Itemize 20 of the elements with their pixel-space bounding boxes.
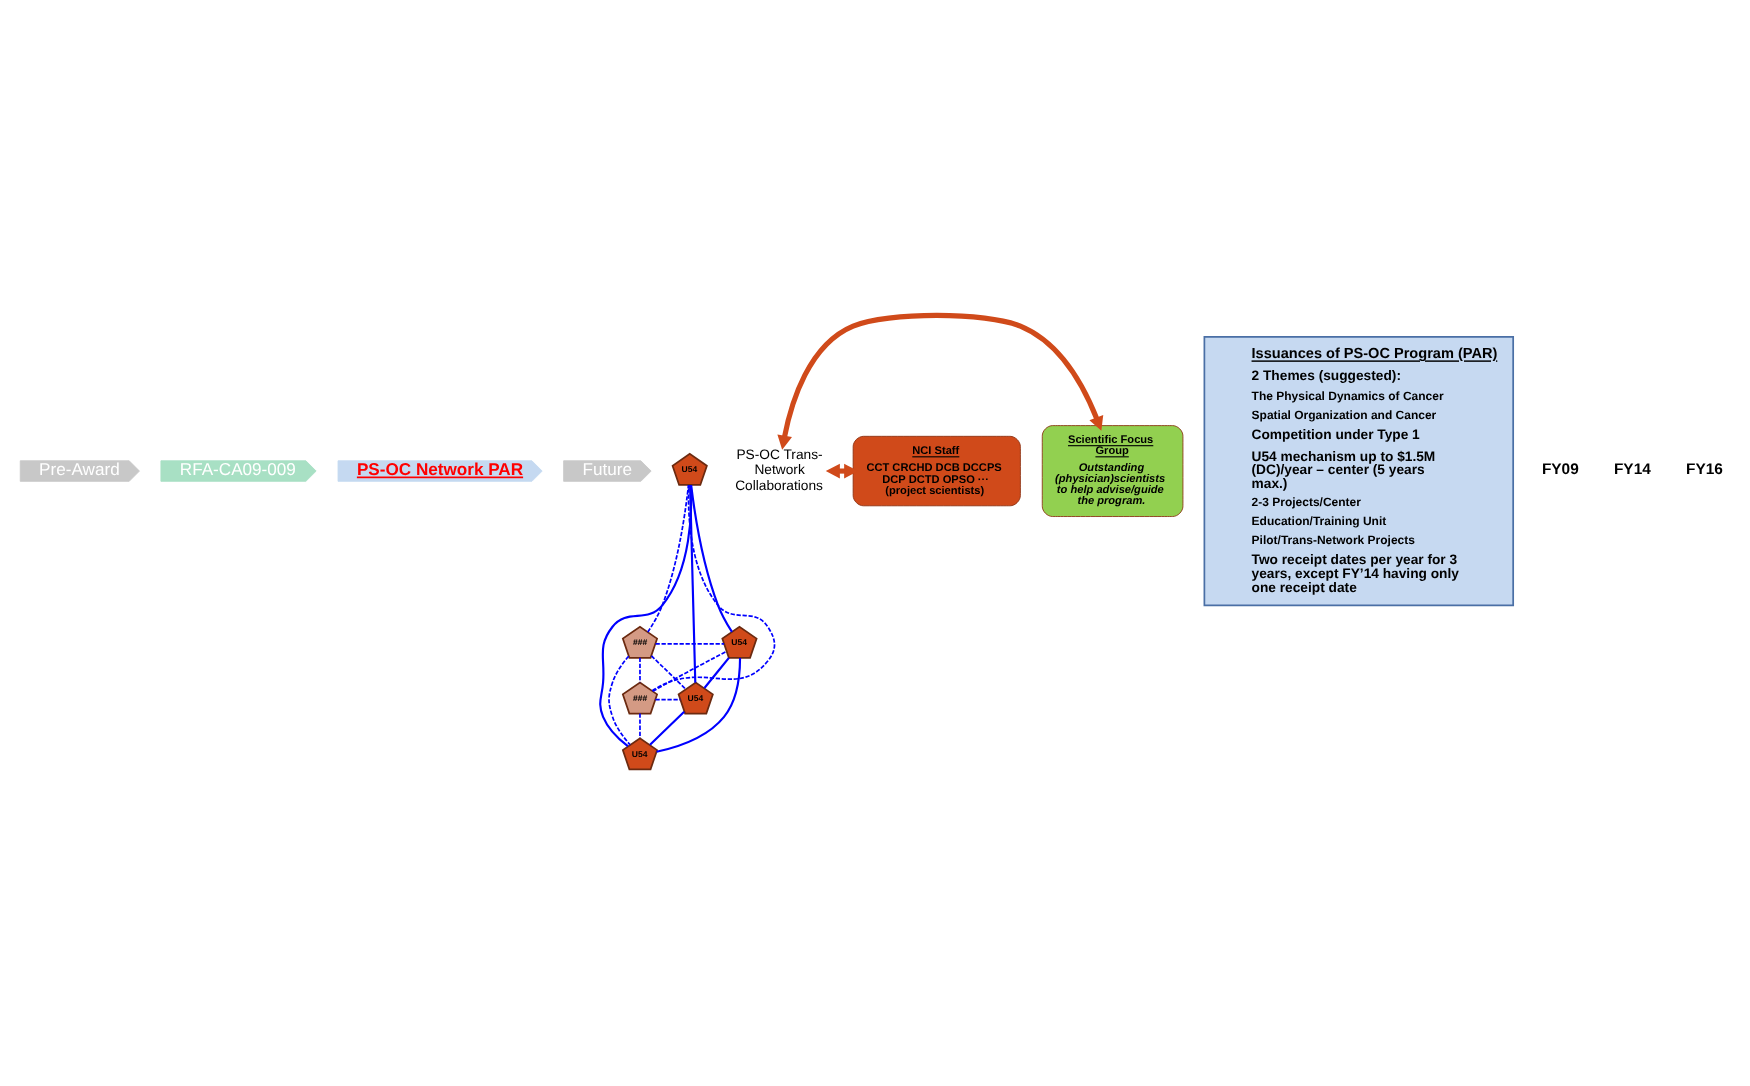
label: FY16 xyxy=(1686,458,1723,477)
connector xyxy=(639,711,641,738)
arrow xyxy=(825,462,859,478)
connector xyxy=(656,656,742,752)
connector xyxy=(651,483,776,691)
connector xyxy=(689,484,697,682)
label: FY14 xyxy=(1613,458,1651,477)
connector xyxy=(649,709,685,745)
arrow xyxy=(777,311,1104,449)
connector xyxy=(654,642,725,644)
connector xyxy=(647,483,690,632)
connector xyxy=(652,649,728,692)
connector xyxy=(599,483,693,747)
connector xyxy=(639,656,641,683)
connector xyxy=(650,654,687,689)
connector xyxy=(654,697,682,700)
connector xyxy=(690,484,733,632)
connector xyxy=(703,656,730,688)
connector xyxy=(608,654,631,745)
label: FY09 xyxy=(1541,458,1579,477)
